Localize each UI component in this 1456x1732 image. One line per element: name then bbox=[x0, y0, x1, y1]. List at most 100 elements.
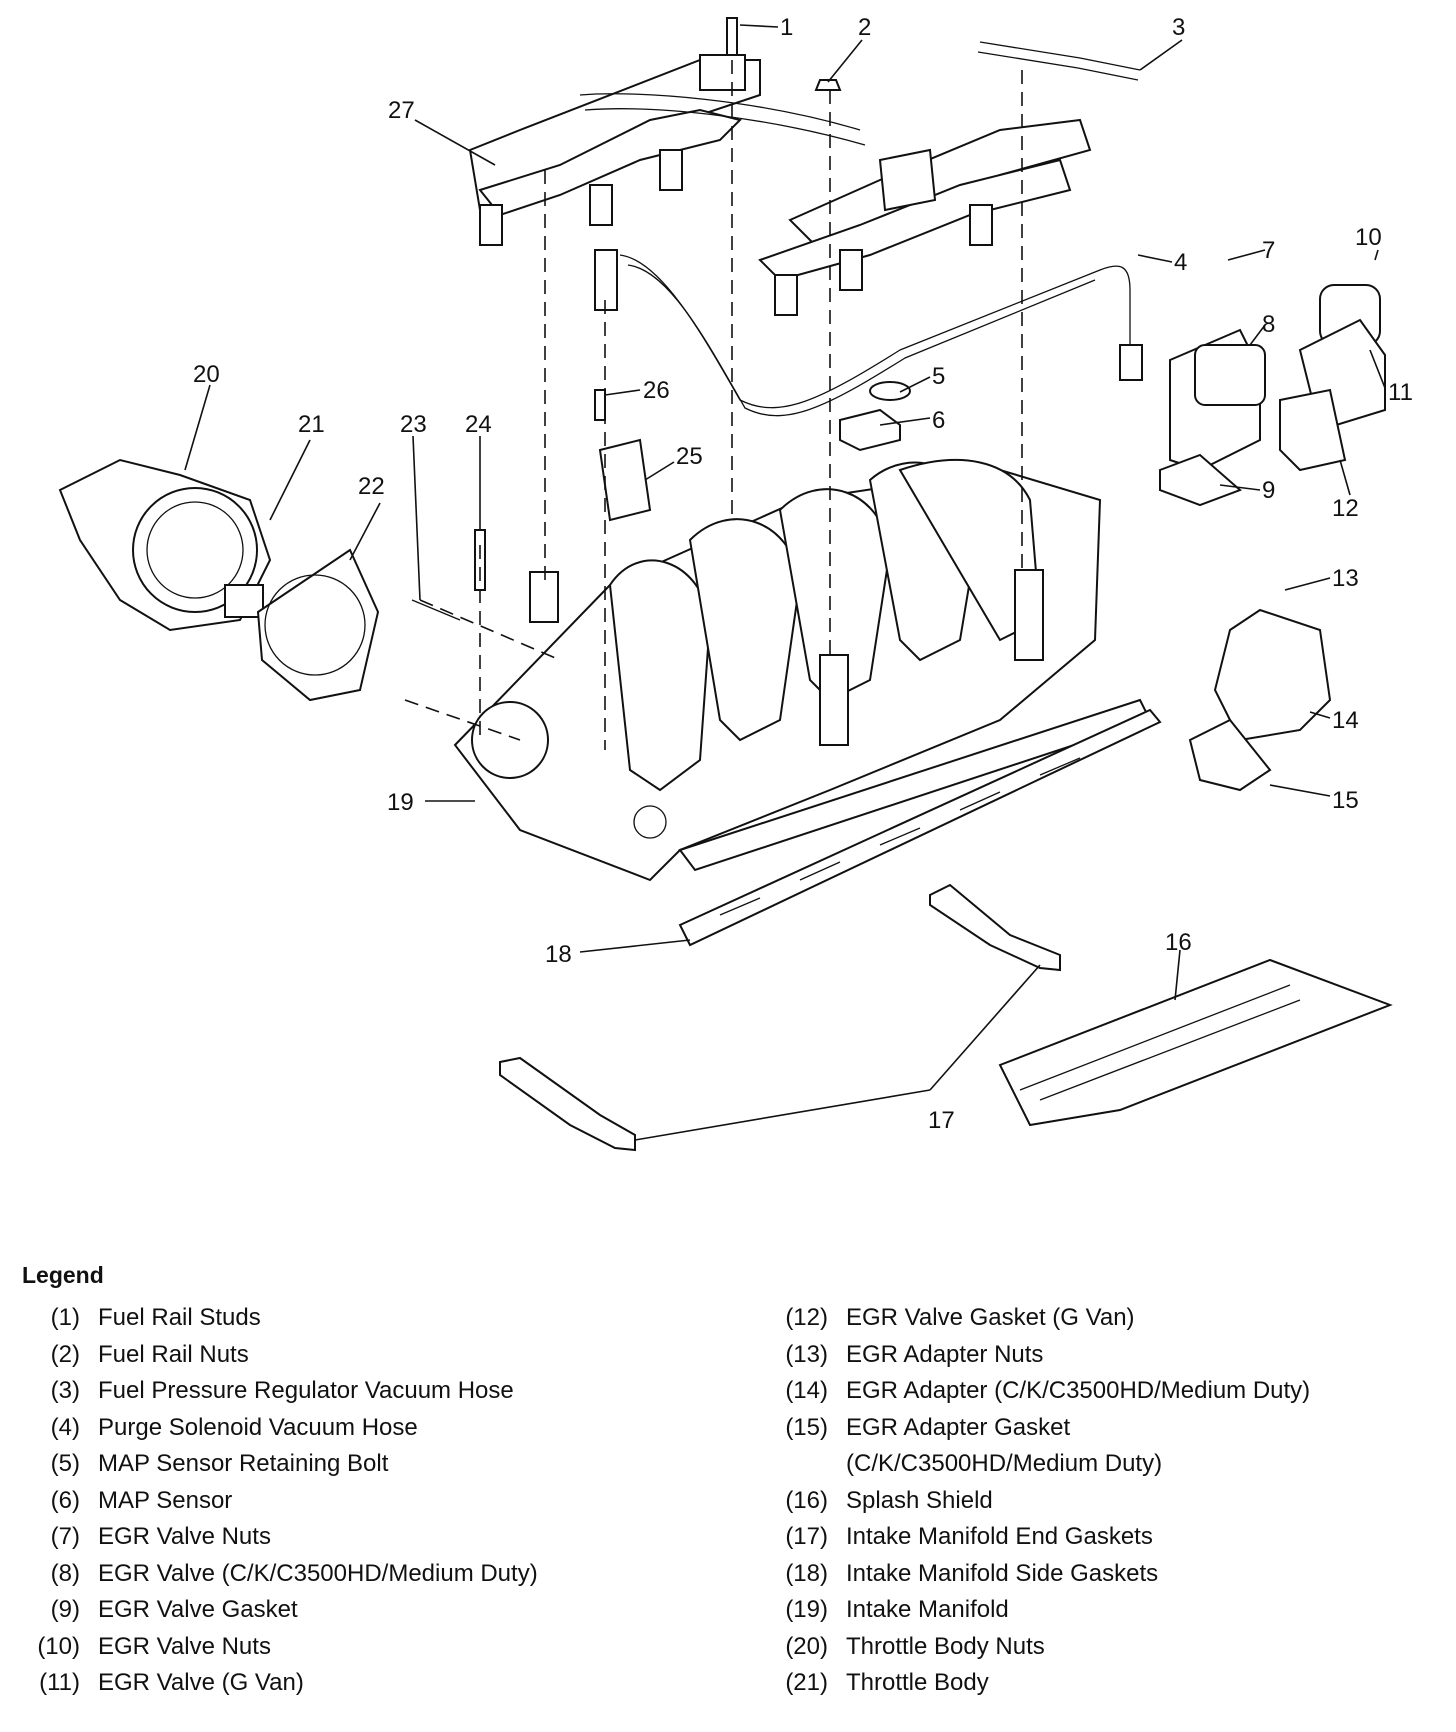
callout-9: 9 bbox=[1262, 477, 1275, 504]
legend-item-text: EGR Valve Nuts bbox=[98, 1523, 271, 1550]
legend-item-number: (19) bbox=[785, 1596, 828, 1623]
callout-14: 14 bbox=[1332, 707, 1359, 734]
callout-27: 27 bbox=[388, 97, 415, 124]
callout-20: 20 bbox=[193, 361, 220, 388]
legend-item: (12) EGR Valve Gasket (G Van) bbox=[768, 1300, 1310, 1337]
egr-valve-g-van bbox=[1279, 284, 1386, 472]
intake-manifold-exploded-diagram: 1 2 3 4 5 6 7 8 9 10 11 12 13 14 15 16 1… bbox=[58, 14, 1413, 1152]
legend-item-text: Intake Manifold bbox=[846, 1596, 1009, 1623]
legend-item: (6)MAP Sensor bbox=[20, 1483, 538, 1520]
legend-item: (18)Intake Manifold Side Gaskets bbox=[768, 1556, 1310, 1593]
map-sensor bbox=[839, 408, 901, 452]
legend-item: (14) EGR Adapter (C/K/C3500HD/Medium Duty… bbox=[768, 1373, 1310, 1410]
callout-25: 25 bbox=[676, 443, 703, 470]
legend-item-number: (10) bbox=[37, 1632, 80, 1660]
callout-13: 13 bbox=[1332, 565, 1359, 592]
legend-item-text: EGR Valve Gasket bbox=[98, 1596, 298, 1623]
map-sensor-bolt bbox=[869, 381, 911, 401]
legend-item-number: (4) bbox=[50, 1413, 80, 1441]
legend-item: (21) Throttle Body bbox=[768, 1665, 1310, 1702]
legend-item-number: (5) bbox=[50, 1450, 80, 1477]
legend-item-text: Fuel Rail Studs bbox=[98, 1304, 261, 1331]
callout-7: 7 bbox=[1262, 237, 1275, 264]
legend-item-text: EGR Adapter (C/K/C3500HD/Medium Duty) bbox=[846, 1377, 1311, 1404]
stud-23 bbox=[411, 599, 461, 621]
legend-item-number: (17) bbox=[785, 1523, 828, 1550]
legend-item: (13) EGR Adapter Nuts bbox=[768, 1337, 1310, 1374]
callout-1: 1 bbox=[780, 14, 793, 41]
legend-item-text: Fuel Pressure Regulator Vacuum Hose bbox=[98, 1377, 514, 1404]
callout-11: 11 bbox=[1388, 379, 1413, 406]
callout-21: 21 bbox=[298, 411, 325, 438]
legend-item: (7) EGR Valve Nuts bbox=[20, 1519, 538, 1556]
leader-lines bbox=[184, 24, 1386, 1141]
legend-item-text: Fuel Rail Nuts bbox=[98, 1340, 249, 1368]
bolt-26 bbox=[594, 389, 606, 421]
callout-19: 19 bbox=[387, 789, 414, 816]
egr-adapter bbox=[1188, 608, 1332, 792]
egr-valve-c-k bbox=[1159, 328, 1266, 507]
legend-item: (1)Fuel Rail Studs bbox=[20, 1300, 538, 1337]
callout-17: 17 bbox=[928, 1107, 955, 1134]
legend-item: (17) Intake Manifold End Gaskets bbox=[768, 1519, 1310, 1556]
callout-8: 8 bbox=[1262, 311, 1275, 338]
legend-item: (20)Throttle Body Nuts bbox=[768, 1629, 1310, 1666]
legend-item-text: Purge Solenoid Vacuum Hose bbox=[98, 1413, 418, 1441]
legend-item-text: MAP Sensor bbox=[98, 1486, 233, 1514]
intake-manifold-end-gasket-left bbox=[499, 1056, 636, 1152]
legend-item-number: (3) bbox=[50, 1377, 80, 1404]
fuel-rail-nut-2 bbox=[814, 79, 842, 91]
legend-item-text: EGR Valve Gasket (G Van) bbox=[846, 1304, 1135, 1331]
legend-item: (10) EGR Valve Nuts bbox=[20, 1629, 538, 1666]
callout-16: 16 bbox=[1165, 929, 1192, 956]
callout-labels: 1 2 3 4 5 6 7 8 9 10 11 12 13 14 15 16 1… bbox=[193, 14, 1413, 1134]
splash-shield bbox=[998, 958, 1393, 1127]
legend-item-number: (15) bbox=[785, 1413, 828, 1441]
fuel-rail-stud-1 bbox=[726, 17, 738, 56]
legend-item-number: (9) bbox=[50, 1596, 80, 1623]
callout-23: 23 bbox=[400, 411, 427, 438]
legend-item: (2) Fuel Rail Nuts bbox=[20, 1337, 538, 1374]
fpr-vacuum-hose bbox=[979, 41, 1141, 71]
legend-item-text: EGR Valve (G Van) bbox=[98, 1669, 304, 1696]
fuel-rail-assembly bbox=[468, 54, 1092, 316]
intake-manifold-end-gasket-right bbox=[929, 883, 1061, 972]
bolt-24 bbox=[474, 529, 486, 591]
callout-22: 22 bbox=[358, 473, 385, 500]
legend-item: (8) EGR Valve (C/K/C3500HD/Medium Duty) bbox=[20, 1556, 538, 1593]
legend-item: (9) EGR Valve Gasket bbox=[20, 1592, 538, 1629]
legend-item-number: (13) bbox=[785, 1340, 828, 1368]
callout-10: 10 bbox=[1355, 224, 1382, 251]
intake-manifold-side-gasket bbox=[678, 708, 1162, 947]
legend-title: Legend bbox=[22, 1262, 104, 1288]
callout-5: 5 bbox=[932, 363, 945, 390]
legend-item-number: (7) bbox=[50, 1523, 80, 1550]
legend-item-number: (2) bbox=[50, 1340, 80, 1368]
legend-item: (3) Fuel Pressure Regulator Vacuum Hose bbox=[20, 1373, 538, 1410]
callout-2: 2 bbox=[858, 14, 871, 41]
legend-item-number: (16) bbox=[785, 1486, 828, 1514]
legend-right-column: (12) EGR Valve Gasket (G Van) (13) EGR Adap… bbox=[768, 1300, 1310, 1702]
legend-item: (16)Splash Shield bbox=[768, 1483, 1310, 1520]
legend-item-text: Throttle Body bbox=[846, 1669, 989, 1696]
legend-item-number: (18) bbox=[785, 1559, 828, 1587]
throttle-body bbox=[58, 458, 272, 632]
callout-15: 15 bbox=[1332, 787, 1359, 814]
legend-item-text: EGR Valve Nuts bbox=[98, 1632, 271, 1660]
legend-item: (11) EGR Valve (G Van) bbox=[20, 1665, 538, 1702]
purge-solenoid bbox=[598, 438, 652, 522]
legend-item-text: EGR Valve (C/K/C3500HD/Medium Duty) bbox=[98, 1559, 538, 1587]
legend-item-text: EGR Adapter Gasket (C/K/C3500HD/Medium D… bbox=[846, 1413, 1163, 1478]
legend-item: (19) Intake Manifold bbox=[768, 1592, 1310, 1629]
legend-item-text: Intake Manifold End Gaskets bbox=[846, 1523, 1153, 1550]
callout-6: 6 bbox=[932, 407, 945, 434]
legend-item-number: (12) bbox=[785, 1304, 828, 1331]
legend-item-number: (8) bbox=[50, 1559, 80, 1587]
legend-item: (5)MAP Sensor Retaining Bolt bbox=[20, 1446, 538, 1483]
legend-item-text: EGR Adapter Nuts bbox=[846, 1340, 1044, 1368]
intake-manifold bbox=[453, 459, 1152, 882]
callout-3: 3 bbox=[1172, 14, 1185, 41]
legend-item-number: (14) bbox=[785, 1377, 828, 1404]
legend-item-number: (21) bbox=[785, 1669, 828, 1696]
legend-item-number: (11) bbox=[39, 1669, 80, 1696]
